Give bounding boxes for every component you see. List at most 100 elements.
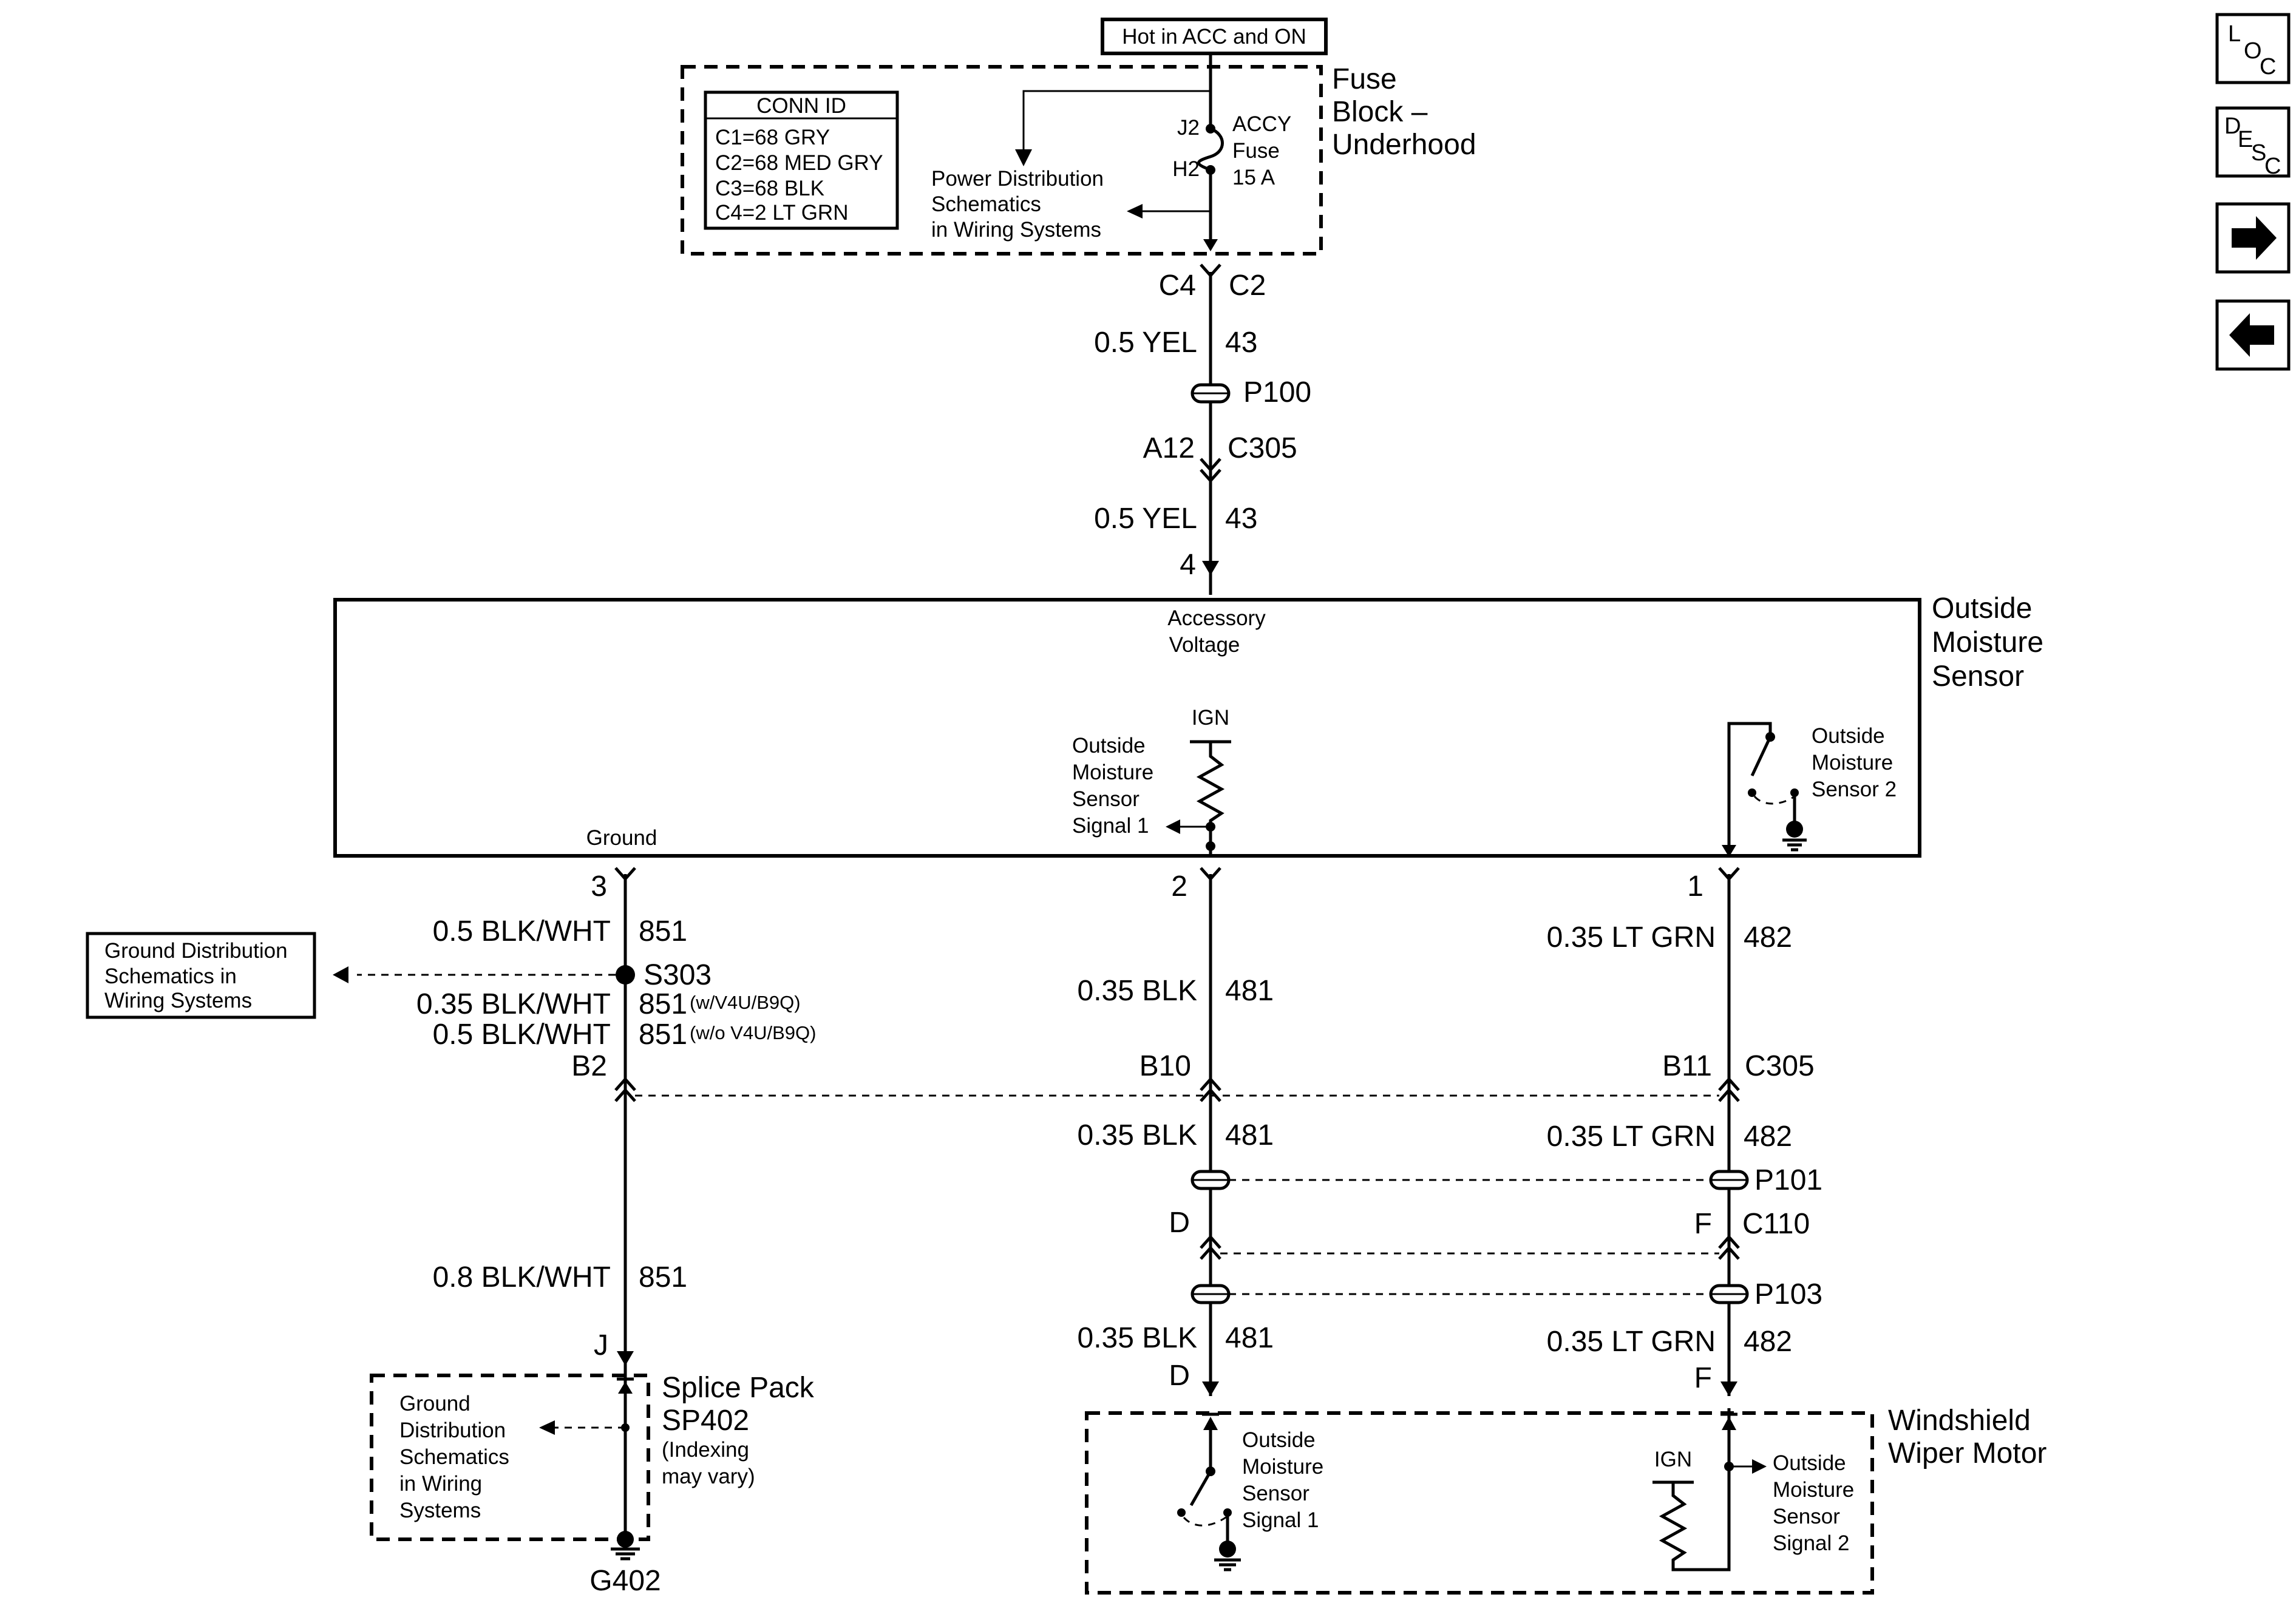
conn-id-row: C3=68 BLK <box>715 177 824 200</box>
arrow-down-icon <box>1202 561 1219 575</box>
accessory-voltage-1: Accessory <box>1167 606 1266 630</box>
sensor2-loop-wire <box>1727 722 1772 847</box>
moisture-sensor-name-1: Outside <box>1932 592 2032 625</box>
arrow-left-icon <box>1166 819 1180 834</box>
loc-letter: C <box>2260 54 2276 80</box>
splice-s303 <box>616 965 635 985</box>
conn-a12-label: A12 <box>1143 432 1195 464</box>
arrow-left-icon <box>2229 313 2274 357</box>
circuit-number-label: 482 <box>1744 1326 1792 1358</box>
conn-c305-label: C305 <box>1228 432 1297 464</box>
wiper-sig1-label-2: Moisture <box>1242 1455 1323 1479</box>
power-dist-branch-wire <box>1022 90 1211 151</box>
power-dist-label-2: Schematics <box>931 192 1041 216</box>
fuse-block-name-2: Block – <box>1332 96 1428 128</box>
wire-color-label: 0.5 BLK/WHT <box>433 915 611 947</box>
passthrough-p100-label: P100 <box>1243 376 1311 408</box>
next-page-button[interactable] <box>2215 202 2291 274</box>
signal1-label-3: Sensor <box>1072 787 1140 811</box>
signal1-pin-label: 2 <box>1171 870 1187 903</box>
power-dist-arrow-icon <box>1015 149 1032 166</box>
wiper-motor-name-1: Windshield <box>1888 1405 2031 1437</box>
wiper-sig1-label-4: Signal 1 <box>1242 1508 1319 1532</box>
circuit-number-label: 481 <box>1225 1322 1274 1354</box>
wiper-sig2-label-4: Signal 2 <box>1773 1531 1849 1555</box>
conn-id-title: CONN ID <box>756 94 846 118</box>
pin-d-label: D <box>1169 1360 1190 1392</box>
wiper-motor-name-2: Wiper Motor <box>1888 1437 2046 1470</box>
conn-id-row: C1=68 GRY <box>715 126 830 149</box>
ground-label: Ground <box>586 826 657 850</box>
connector-c305-chevron <box>1200 458 1221 472</box>
splice-pack-label-3: (Indexing <box>662 1438 749 1462</box>
arrow-left-icon <box>1127 204 1143 219</box>
accessory-voltage-2: Voltage <box>1169 633 1240 657</box>
pin-f-label: F <box>1694 1362 1712 1394</box>
circuit-number-label: 851 <box>639 915 687 947</box>
arrow-down-icon <box>617 1351 634 1366</box>
arrow-down-icon <box>1722 845 1736 857</box>
wiper-sig2-label-2: Moisture <box>1773 1478 1854 1502</box>
power-dist-label-1: Power Distribution <box>931 167 1104 191</box>
pin-4-label: 4 <box>1180 549 1196 581</box>
fuse-label-3: 15 A <box>1232 166 1275 189</box>
wire-color-label: 0.5 YEL <box>1094 327 1197 359</box>
pin-j2-label: J2 <box>1177 116 1200 140</box>
moisture-sensor-name-3: Sensor <box>1932 660 2024 693</box>
conn-pin-b10-label: B10 <box>1140 1050 1191 1082</box>
wiper-sig1-label-1: Outside <box>1242 1428 1316 1452</box>
splice-pack-label-4: may vary) <box>662 1465 755 1488</box>
wire-color-label: 0.5 BLK/WHT <box>433 1019 611 1051</box>
desc-letter: S <box>2251 140 2266 166</box>
splice-pack-label-2: SP402 <box>662 1405 749 1437</box>
conn-c110-label: C110 <box>1742 1208 1810 1240</box>
loc-letter: L <box>2228 21 2241 47</box>
signal2-label-2: Moisture <box>1812 751 1893 775</box>
arrow-right-icon <box>1752 1459 1767 1474</box>
option-note: (w/V4U/B9Q) <box>690 992 801 1013</box>
sp-ground-dist-2: Distribution <box>399 1419 506 1442</box>
previous-page-button[interactable] <box>2215 299 2291 371</box>
circuit-number-label: 481 <box>1225 1119 1274 1151</box>
circuit-number-label: 481 <box>1225 975 1274 1007</box>
splice-pack-outline <box>370 1374 650 1541</box>
circuit-number-label: 43 <box>1225 327 1257 359</box>
resistor-symbol <box>1659 1408 1731 1571</box>
arrow-down-icon <box>1203 239 1218 251</box>
loc-button[interactable]: L O C <box>2215 13 2291 84</box>
resistor-symbol <box>1196 742 1225 856</box>
ground-icon <box>1786 821 1803 838</box>
moisture-sensor-box <box>333 598 1921 858</box>
fuse-block-outline <box>681 65 1323 256</box>
conn-c2-label: C2 <box>1229 270 1266 302</box>
passthrough-p103-label: P103 <box>1754 1278 1822 1310</box>
desc-letter: C <box>2264 154 2281 179</box>
wire-color-label: 0.35 LT GRN <box>1547 1120 1716 1153</box>
ign-label: IGN <box>1192 706 1229 730</box>
sp-ground-dist-1: Ground <box>399 1392 470 1415</box>
wiper-sig1-label-3: Sensor <box>1242 1482 1309 1505</box>
desc-button[interactable]: D E S C <box>2215 106 2291 179</box>
option-note: (w/o V4U/B9Q) <box>690 1022 816 1043</box>
wiper-sig2-label-1: Outside <box>1773 1451 1846 1475</box>
ground-icon <box>617 1531 634 1548</box>
switch-arm <box>1189 1470 1212 1507</box>
wire-color-label: 0.35 BLK <box>1078 1119 1197 1151</box>
signal2-label-3: Sensor 2 <box>1812 778 1897 801</box>
arrow-right-icon <box>2232 216 2277 260</box>
hot-label-box <box>1101 18 1328 55</box>
signal2-label-1: Outside <box>1812 724 1885 748</box>
wire-color-label: 0.35 BLK <box>1078 975 1197 1007</box>
wire-color-label: 0.35 BLK/WHT <box>416 988 611 1020</box>
sp-ground-dist-5: Systems <box>399 1499 481 1522</box>
ground-dist-label-2: Schematics in <box>104 964 237 988</box>
wire-color-label: 0.35 LT GRN <box>1547 921 1716 954</box>
power-dist-label-3: in Wiring Systems <box>931 218 1101 242</box>
desc-letter: E <box>2238 127 2253 152</box>
ground-dist-box <box>86 932 316 1019</box>
splice-s303-label: S303 <box>644 959 712 991</box>
fuse-label-2: Fuse <box>1232 139 1280 163</box>
circuit-number-label: 43 <box>1225 503 1257 535</box>
sp-ground-dist-3: Schematics <box>399 1445 509 1469</box>
